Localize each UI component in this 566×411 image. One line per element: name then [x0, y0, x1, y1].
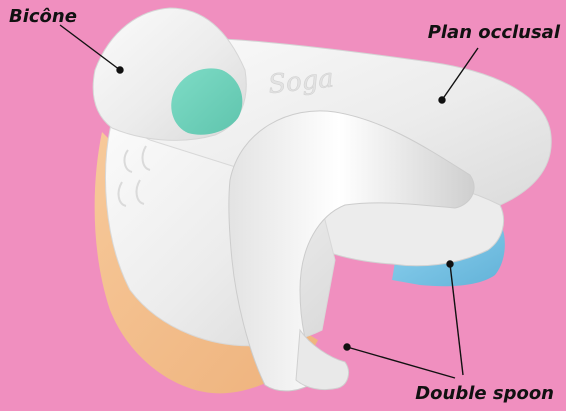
callout-dot-plan	[439, 97, 445, 103]
label-plan-occlusal: Plan occlusal	[428, 24, 560, 42]
callout-dot-double-spoon-b	[344, 344, 350, 350]
double-spoon-handle	[296, 330, 349, 390]
label-double-spoon: Double spoon	[415, 385, 554, 403]
callout-dot-double-spoon-a	[447, 261, 453, 267]
callout-line-double-spoon-b	[347, 347, 455, 378]
label-bicone: Bicône	[9, 8, 77, 26]
callout-dot-bicone	[117, 67, 123, 73]
